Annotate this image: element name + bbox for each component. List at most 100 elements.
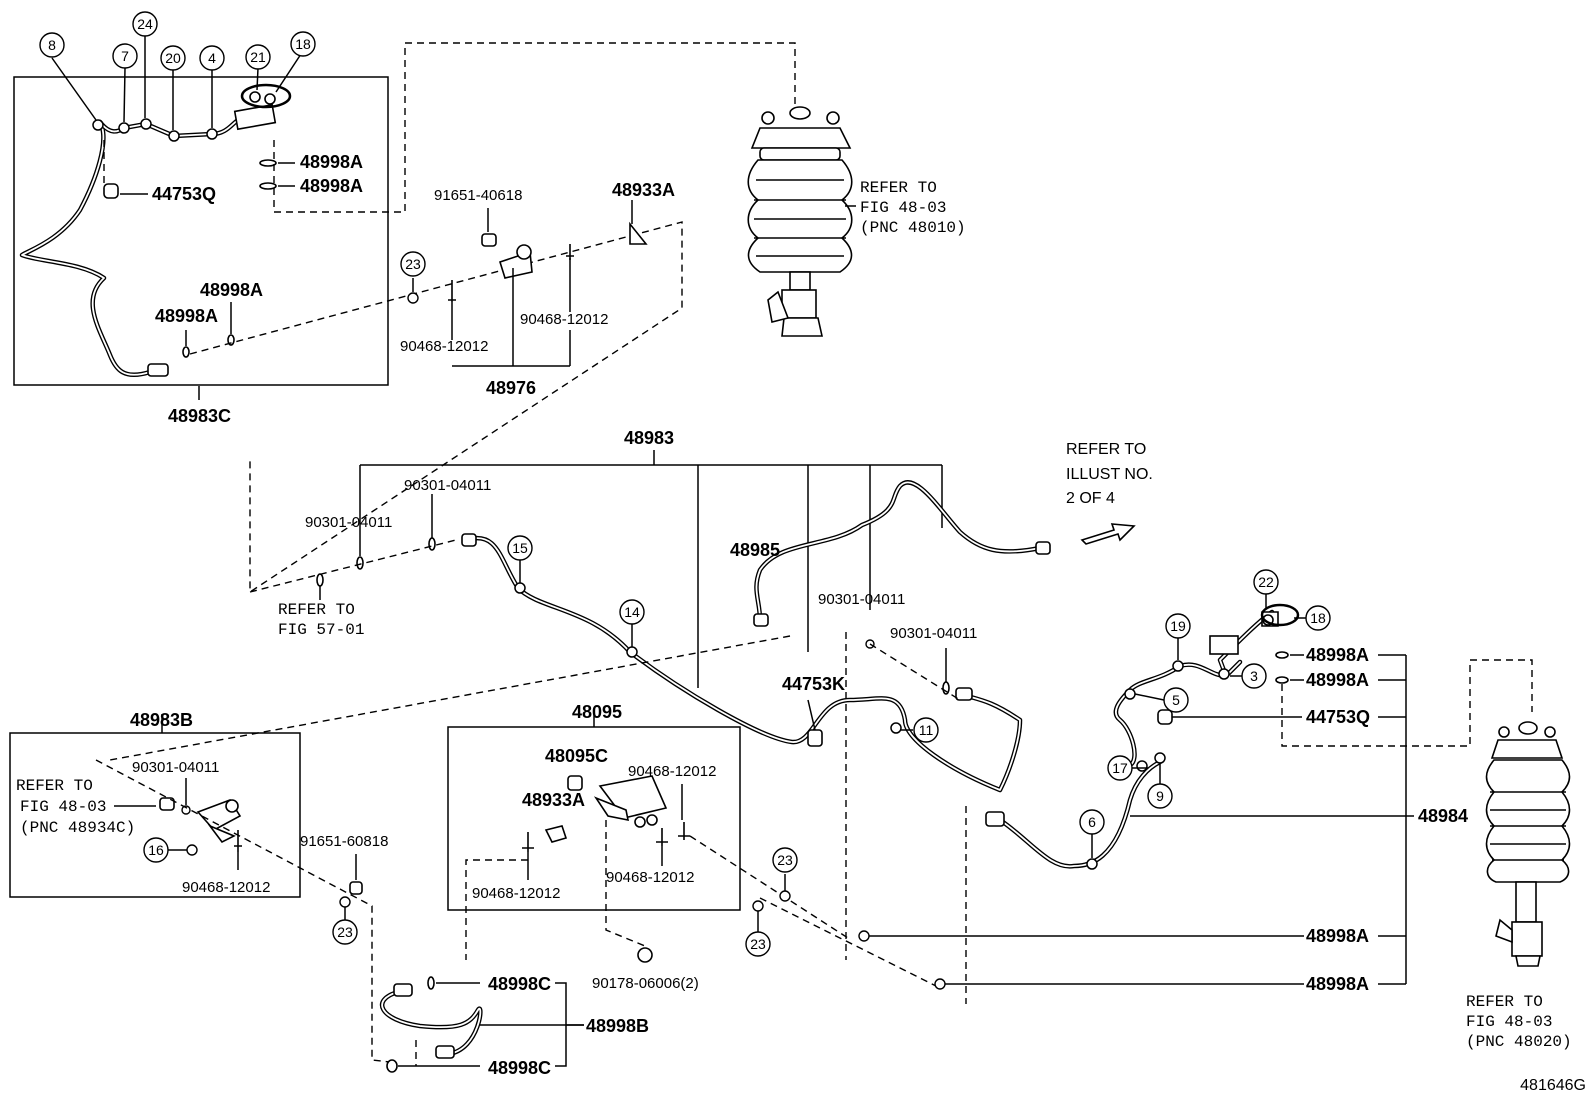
callout-7: 7 bbox=[112, 43, 138, 69]
svg-text:18: 18 bbox=[1310, 610, 1326, 626]
label-48998a: 48998A bbox=[1306, 645, 1369, 665]
label-48998a: 48998A bbox=[300, 152, 363, 172]
refer-fig-48-03-pnc-48934c: REFER TO bbox=[16, 777, 93, 795]
callout-22: 22 bbox=[1253, 569, 1279, 595]
callout-23: 23 bbox=[772, 847, 798, 873]
label-48095: 48095 bbox=[572, 702, 622, 722]
refer-fig-48-03-pnc-48010: REFER TO bbox=[860, 179, 937, 197]
refer-illust-line-3: 2 OF 4 bbox=[1066, 490, 1115, 507]
callout-18: 18 bbox=[290, 31, 316, 57]
svg-text:18: 18 bbox=[295, 36, 311, 52]
refer-fig-48-03-line: FIG 48-03 bbox=[20, 798, 106, 816]
label-48998a: 48998A bbox=[1306, 926, 1369, 946]
box-48983b bbox=[9, 732, 301, 898]
svg-text:19: 19 bbox=[1170, 618, 1186, 634]
svg-text:20: 20 bbox=[165, 50, 181, 66]
label-48095c: 48095C bbox=[545, 746, 608, 766]
callout-21: 21 bbox=[245, 44, 271, 70]
callout-5: 5 bbox=[1163, 687, 1189, 713]
callout-9: 9 bbox=[1147, 783, 1173, 809]
svg-text:15: 15 bbox=[512, 540, 528, 556]
box-48983c bbox=[13, 76, 389, 386]
svg-text:3: 3 bbox=[1250, 668, 1258, 684]
label-90301-04011: 90301-04011 bbox=[305, 514, 392, 531]
callout-16: 16 bbox=[143, 837, 169, 863]
label-48998c: 48998C bbox=[488, 974, 551, 994]
pipe-48998b bbox=[379, 989, 483, 1057]
label-48998c: 48998C bbox=[488, 1058, 551, 1078]
svg-text:24: 24 bbox=[137, 16, 153, 32]
svg-text:9: 9 bbox=[1156, 788, 1164, 804]
label-48998a: 48998A bbox=[1306, 974, 1369, 994]
height-sensor-48095 bbox=[522, 775, 690, 852]
refer-fig-48-03-line: FIG 48-03 bbox=[1466, 1013, 1552, 1031]
union-fitting bbox=[233, 103, 277, 131]
label-48998a: 48998A bbox=[155, 306, 218, 326]
callout-15: 15 bbox=[507, 535, 533, 561]
label-48998a: 48998A bbox=[1306, 670, 1369, 690]
callout-14: 14 bbox=[619, 599, 645, 625]
label-90468-12012: 90468-12012 bbox=[606, 869, 694, 886]
refer-fig-48-03-pnc-48020: REFER TO bbox=[1466, 993, 1543, 1011]
pipe-48983c bbox=[19, 115, 247, 378]
callout-18: 18 bbox=[1305, 605, 1331, 631]
clip-44753q bbox=[103, 183, 119, 199]
label-48983c: 48983C bbox=[168, 406, 231, 426]
refer-illust-2-of-4: REFER TO bbox=[1066, 441, 1146, 458]
svg-text:23: 23 bbox=[750, 936, 766, 952]
label-48976: 48976 bbox=[486, 378, 536, 398]
label-91651-40618: 91651-40618 bbox=[434, 187, 522, 204]
callout-23: 23 bbox=[400, 251, 426, 277]
refer-fig-57-01: REFER TO bbox=[278, 601, 355, 619]
label-48933a: 48933A bbox=[522, 790, 585, 810]
label-48998a: 48998A bbox=[200, 280, 263, 300]
height-sensor-48976 bbox=[407, 221, 648, 304]
svg-text:8: 8 bbox=[48, 37, 56, 53]
refer-fig-57-01-line: FIG 57-01 bbox=[278, 621, 364, 639]
label-48933a: 48933A bbox=[612, 180, 675, 200]
callout-23: 23 bbox=[332, 919, 358, 945]
label-44753q: 44753Q bbox=[1306, 707, 1370, 727]
height-sensor-48983b bbox=[159, 797, 242, 852]
callout-23: 23 bbox=[745, 931, 771, 957]
callout-19: 19 bbox=[1165, 613, 1191, 639]
label-44753q: 44753Q bbox=[152, 184, 216, 204]
refer-pnc-48934c-line: (PNC 48934C) bbox=[20, 819, 135, 837]
label-90301-04011: 90301-04011 bbox=[818, 591, 905, 608]
label-44753k: 44753K bbox=[782, 674, 845, 694]
arrow-icon bbox=[1080, 523, 1136, 545]
label-90301-04011: 90301-04011 bbox=[132, 759, 219, 776]
front-right-strut bbox=[1485, 721, 1571, 967]
svg-text:11: 11 bbox=[919, 722, 934, 738]
pipe-48983 bbox=[463, 480, 1043, 793]
oring-ring bbox=[240, 83, 292, 109]
label-48985: 48985 bbox=[730, 540, 780, 560]
label-90468-12012: 90468-12012 bbox=[472, 885, 560, 902]
svg-text:23: 23 bbox=[777, 852, 793, 868]
label-90468-12012: 90468-12012 bbox=[520, 311, 608, 328]
refer-pnc-48020-line: (PNC 48020) bbox=[1466, 1033, 1572, 1051]
svg-text:16: 16 bbox=[148, 842, 164, 858]
callout-6: 6 bbox=[1079, 809, 1105, 835]
callout-11: 11 bbox=[913, 717, 939, 743]
svg-text:23: 23 bbox=[405, 256, 421, 272]
label-90468-12012: 90468-12012 bbox=[182, 879, 270, 896]
callout-20: 20 bbox=[160, 45, 186, 71]
label-90178-06006: 90178-06006(2) bbox=[592, 975, 699, 992]
refer-illust-line: ILLUST NO. bbox=[1066, 466, 1153, 483]
label-90301-04011: 90301-04011 bbox=[890, 625, 977, 642]
label-90301-04011: 90301-04011 bbox=[404, 477, 491, 494]
callout-24: 24 bbox=[132, 11, 158, 37]
svg-text:7: 7 bbox=[121, 48, 129, 64]
svg-text:6: 6 bbox=[1088, 814, 1096, 830]
label-91651-60818: 91651-60818 bbox=[300, 833, 388, 850]
callout-17: 17 bbox=[1107, 755, 1133, 781]
callout-4: 4 bbox=[199, 45, 225, 71]
svg-text:4: 4 bbox=[208, 50, 216, 66]
label-48983: 48983 bbox=[624, 428, 674, 448]
svg-text:5: 5 bbox=[1172, 692, 1180, 708]
svg-text:14: 14 bbox=[624, 604, 640, 620]
svg-text:21: 21 bbox=[250, 49, 266, 65]
svg-text:23: 23 bbox=[337, 924, 353, 940]
